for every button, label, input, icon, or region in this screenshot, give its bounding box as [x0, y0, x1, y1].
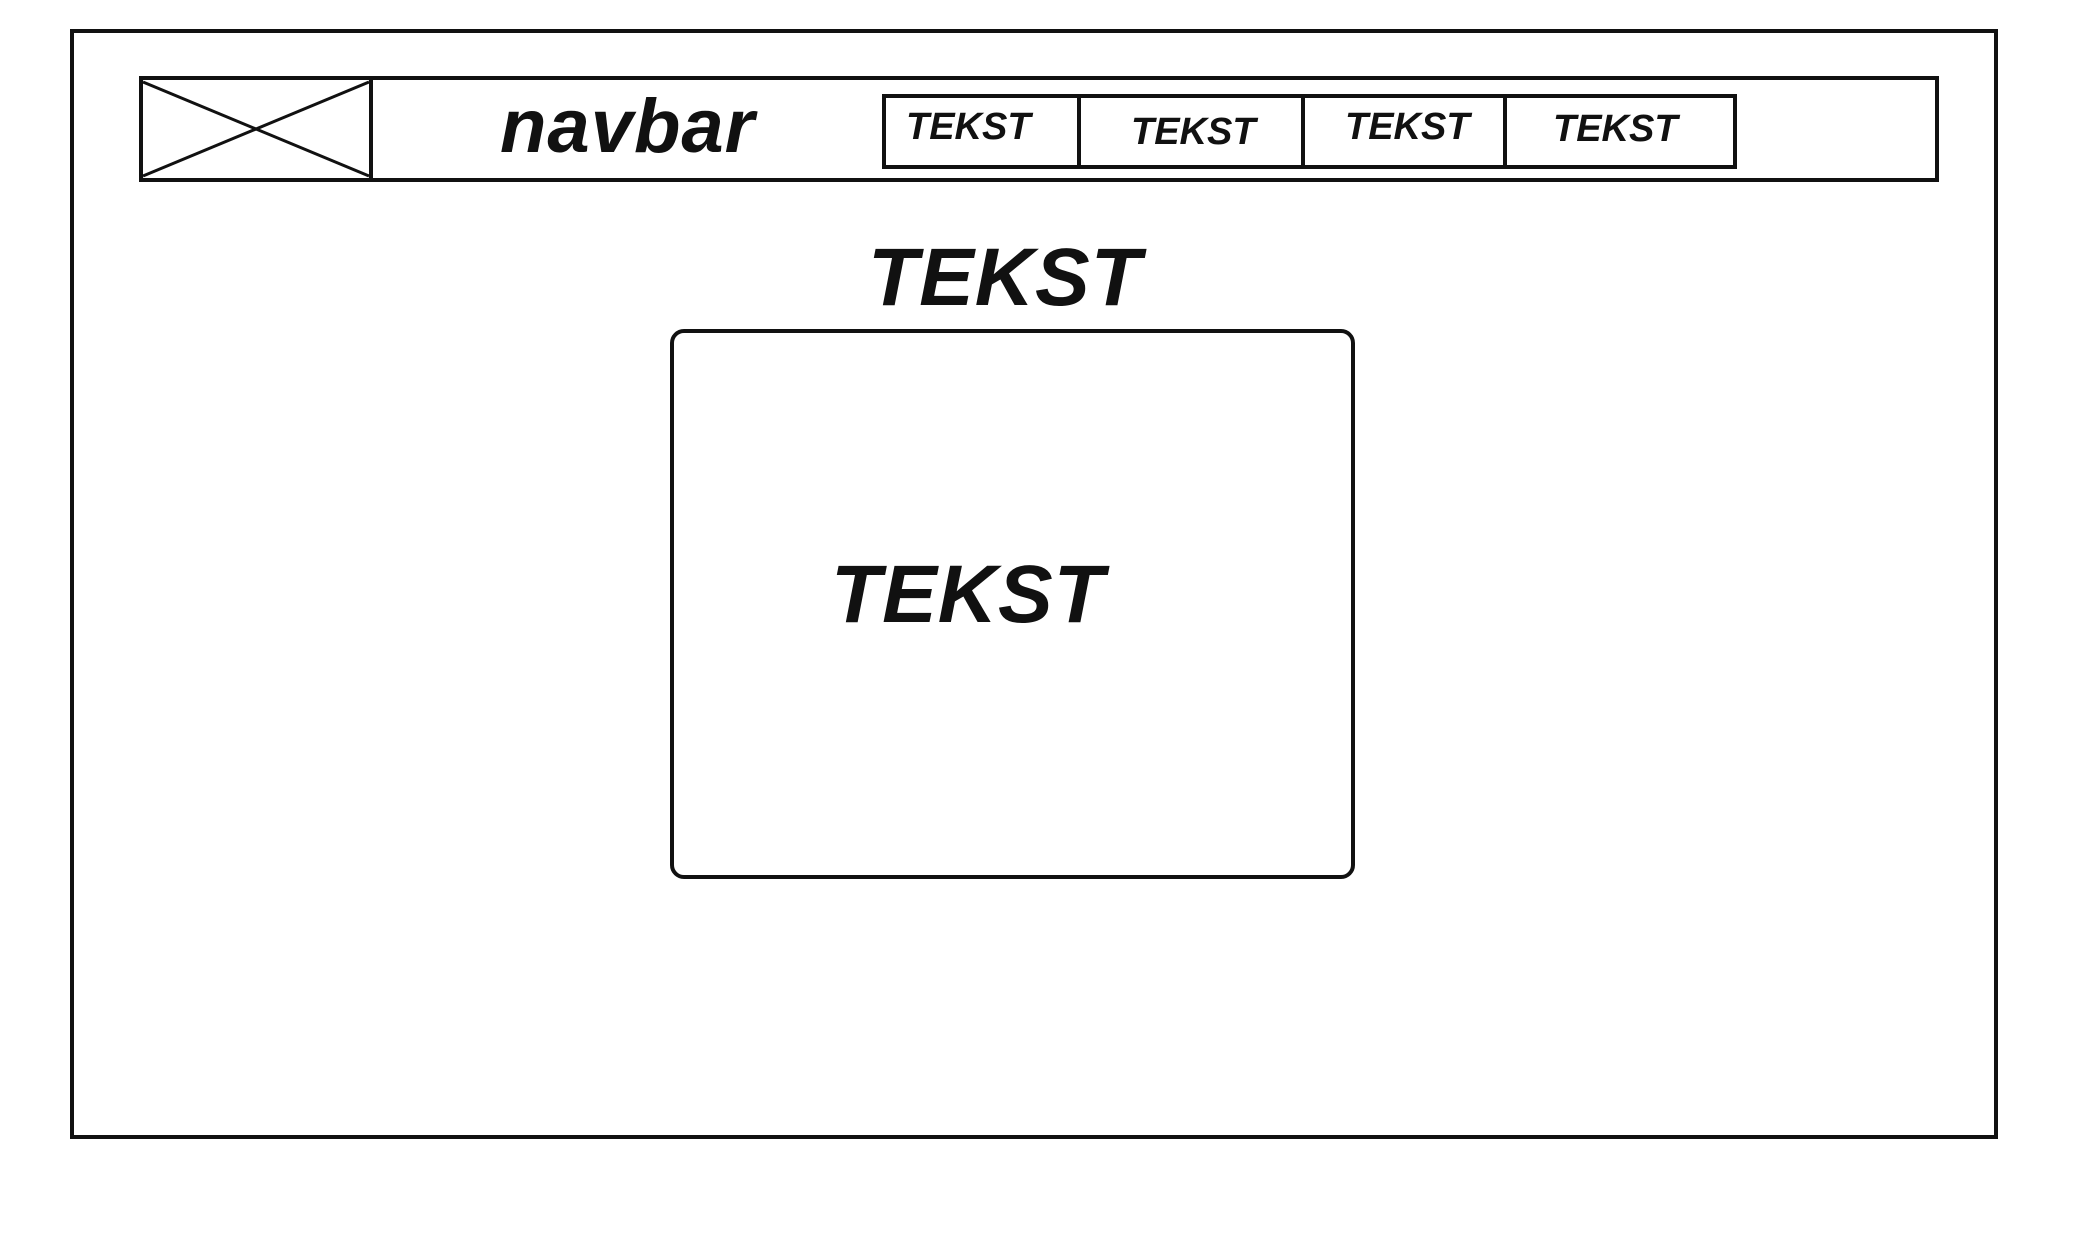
nav-item-label: TEKST [1345, 106, 1470, 148]
nav-item-label: TEKST [1553, 108, 1678, 150]
image-placeholder-icon [143, 80, 369, 178]
nav-item-1[interactable]: TEKST [886, 98, 1081, 165]
nav-item-4[interactable]: TEKST [1507, 98, 1733, 165]
nav-item-label: TEKST [906, 106, 1031, 148]
card-text: TEKST [831, 549, 1105, 640]
nav-item-3[interactable]: TEKST [1305, 98, 1507, 165]
logo-image-placeholder[interactable] [143, 80, 373, 178]
nav-item-label: TEKST [1131, 111, 1256, 153]
nav-item-2[interactable]: TEKST [1081, 98, 1305, 165]
main-heading: TEKST [868, 232, 1142, 323]
navbar: navbar TEKST TEKST TEKST TEKST [139, 76, 1939, 182]
page-frame [70, 29, 1998, 1139]
content-card: TEKST [670, 329, 1355, 879]
nav-menu: TEKST TEKST TEKST TEKST [882, 94, 1737, 169]
navbar-brand[interactable]: navbar [500, 84, 756, 169]
